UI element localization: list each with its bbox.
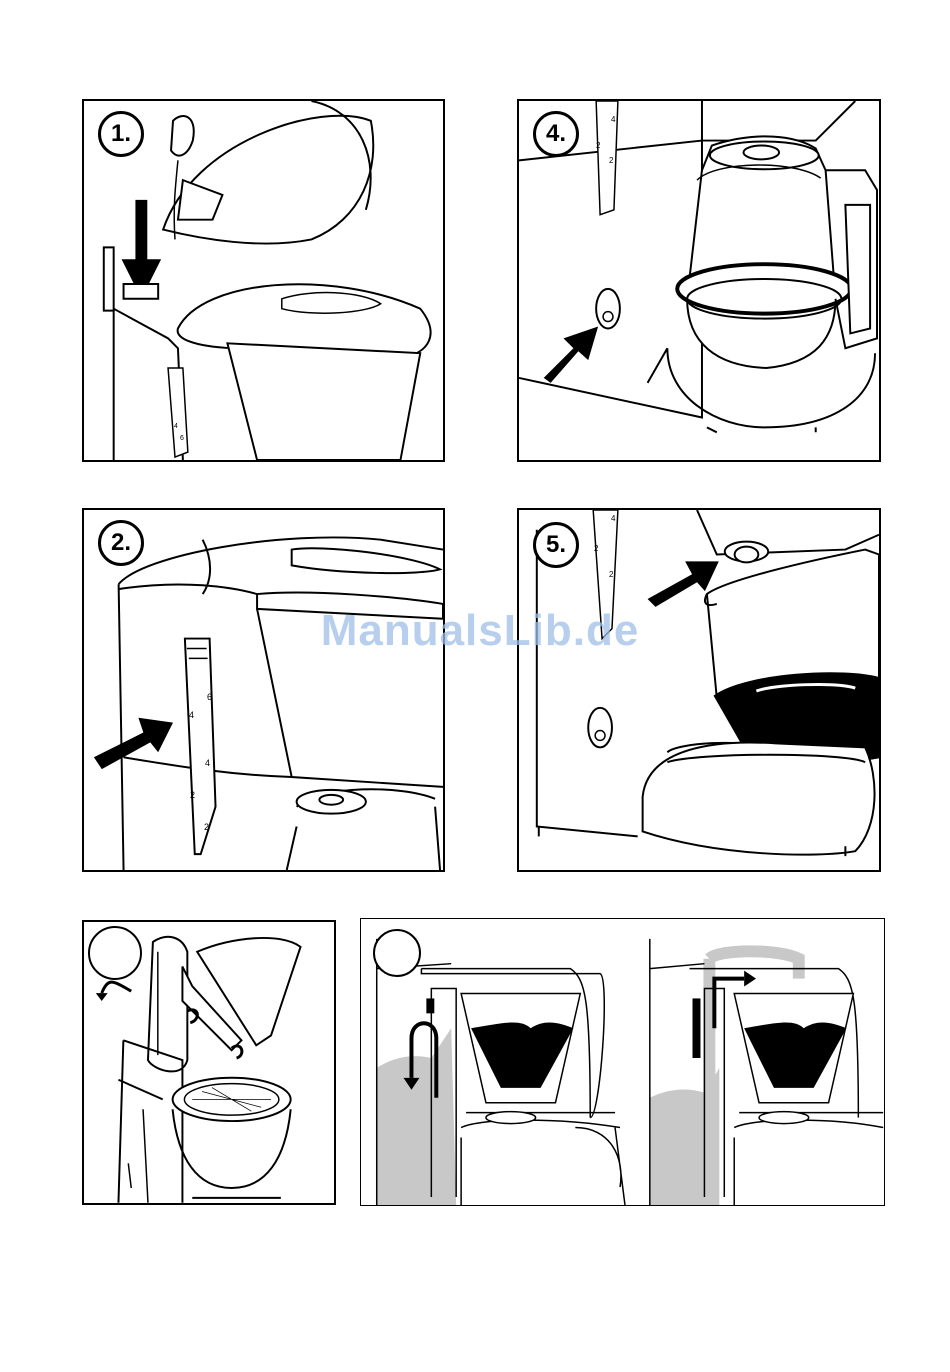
step-badge	[88, 926, 142, 980]
panel-step-4: 4. 4 2 2	[517, 99, 881, 462]
scale-mark: 2	[594, 544, 598, 553]
step-badge: 2.	[98, 520, 144, 566]
scale-mark: 4	[611, 514, 615, 523]
panel-filter-holder	[82, 920, 336, 1205]
illustration-water-level	[84, 510, 443, 870]
scale-mark: 2	[609, 570, 613, 579]
step-badge: 4.	[533, 111, 579, 157]
scale-mark: 4	[611, 115, 615, 124]
illustration-switch-on	[519, 101, 879, 460]
illustration-water-flow	[361, 919, 884, 1205]
illustration-fill-water	[84, 101, 443, 460]
step-badge: 5.	[533, 522, 579, 568]
illustration-pour-coffee	[519, 510, 879, 870]
panel-step-2: 2. 6 4 4 2 2	[82, 508, 445, 872]
scale-mark: 2	[596, 141, 600, 150]
watermark: ManualsLib.de	[290, 606, 670, 656]
step-badge	[373, 929, 421, 977]
panel-step-5: 5. 4 2 2	[517, 508, 881, 872]
panel-step-1: 1. 4 6	[82, 99, 445, 462]
scale-mark: 4	[189, 710, 194, 720]
scale-mark: 4	[205, 758, 210, 768]
scale-mark: 2	[190, 790, 195, 800]
scale-mark: 6	[180, 435, 184, 442]
scale-mark: 2	[204, 822, 209, 832]
step-badge: 1.	[98, 111, 144, 157]
scale-mark: 4	[174, 423, 178, 430]
scale-mark: 2	[609, 156, 613, 165]
panel-function-diagram	[360, 918, 885, 1206]
scale-mark: 6	[207, 692, 212, 702]
